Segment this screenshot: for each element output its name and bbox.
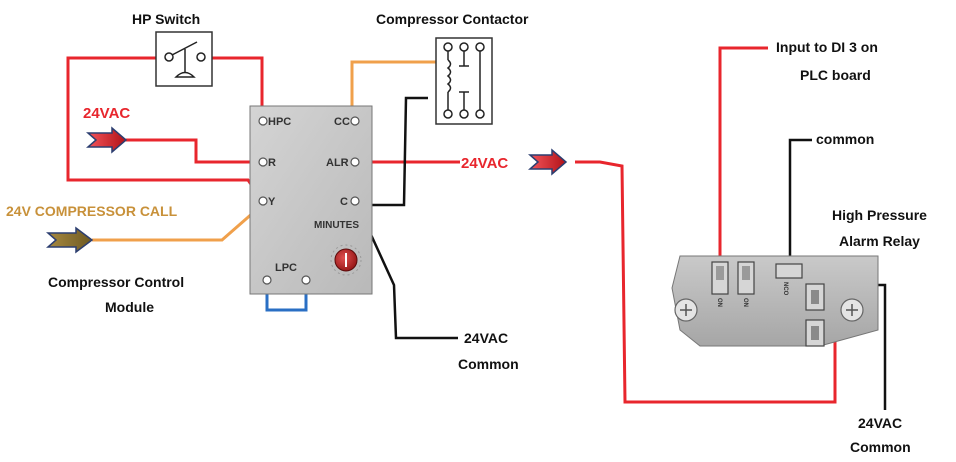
- label-ccm-line1: Compressor Control: [48, 274, 184, 290]
- relay-label-nco: NCO: [782, 282, 788, 296]
- terminal-c: [350, 196, 360, 206]
- wire-di3: [718, 46, 768, 262]
- relay-label-on-2: ON: [742, 298, 748, 307]
- terminal-lpc-a: [262, 275, 272, 285]
- wire-call-to-y: [92, 203, 263, 242]
- label-common-mid-line2: Common: [458, 356, 519, 372]
- label-minutes: MINUTES: [314, 220, 359, 231]
- label-24vac-mid: 24VAC: [461, 155, 508, 172]
- label-common-right-line1: 24VAC: [858, 415, 902, 431]
- compressor-control-module: HPC R Y CC ALR C MINUTES LPC: [249, 105, 373, 295]
- wire-alr-to-relay-cont: [575, 160, 837, 404]
- arrow-24vac-mid: [528, 148, 568, 176]
- wire-contactor-to-c: [362, 96, 428, 207]
- label-compressor-call: 24V COMPRESSOR CALL: [6, 203, 178, 219]
- label-common-top: common: [816, 131, 874, 147]
- terminal-y: [258, 196, 268, 206]
- wire-lpc-jumper: [265, 280, 308, 312]
- label-hp-alarm-line2: Alarm Relay: [839, 233, 920, 249]
- label-24vac-left: 24VAC: [83, 105, 130, 122]
- label-lpc: LPC: [275, 262, 297, 274]
- label-y: Y: [268, 196, 276, 208]
- label-input-di3-line1: Input to DI 3 on: [776, 39, 878, 55]
- label-ccm-line2: Module: [105, 299, 154, 315]
- terminal-hpc: [258, 116, 268, 126]
- label-r: R: [268, 157, 276, 169]
- label-alr: ALR: [326, 157, 349, 169]
- wire-c-to-common: [360, 214, 458, 340]
- terminal-lpc-b: [301, 275, 311, 285]
- high-pressure-alarm-relay: ON ON NCO: [671, 255, 879, 347]
- terminal-alr: [350, 157, 360, 167]
- relay-nco-jumper: [775, 263, 803, 279]
- terminal-cc: [350, 116, 360, 126]
- wire-hp-to-hpc: [210, 56, 264, 120]
- wire-common-top: [788, 138, 812, 265]
- label-c: C: [340, 196, 348, 208]
- arrow-24vac-left: [86, 126, 128, 154]
- compressor-contactor: [435, 37, 493, 125]
- arrow-compressor-call: [46, 226, 94, 254]
- wire-cc-to-contactor: [350, 60, 438, 120]
- terminal-r: [258, 157, 268, 167]
- wire-24vac-to-r: [125, 138, 262, 164]
- label-common-mid-line1: 24VAC: [464, 330, 508, 346]
- label-hpc: HPC: [268, 116, 291, 128]
- label-compressor-contactor: Compressor Contactor: [376, 11, 529, 27]
- label-hp-switch: HP Switch: [132, 11, 200, 27]
- hp-switch: [155, 31, 213, 87]
- label-cc: CC: [334, 116, 350, 128]
- relay-label-on-1: ON: [716, 298, 722, 307]
- label-hp-alarm-line1: High Pressure: [832, 207, 927, 223]
- minutes-dial: [330, 244, 362, 276]
- label-input-di3-line2: PLC board: [800, 67, 871, 83]
- label-common-right-line2: Common: [850, 439, 911, 455]
